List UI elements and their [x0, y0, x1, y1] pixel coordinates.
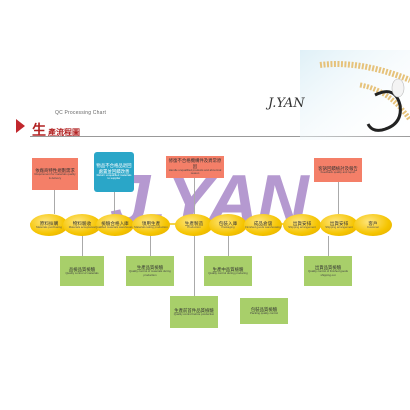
connector: [194, 236, 195, 296]
zipper-decoration-icon: [300, 50, 410, 140]
step-en: Materials taking production: [134, 224, 168, 229]
step-finished-goods: 成品倉儲 Finished goods warehousing: [244, 214, 282, 236]
step-zh: 檢驗合格入庫: [101, 220, 129, 226]
step-zh: 領用生產: [141, 220, 161, 226]
bottom-box-during-production-qc: 生產中品質檢驗 Quality control during producing: [204, 256, 252, 286]
step-zh: 物料驗收: [72, 220, 92, 226]
step-en: Shipping arrangement: [288, 224, 316, 229]
bottom-box-en: Quality control of materials during prod…: [129, 269, 171, 277]
step-materials-acceptance: 物料驗收 Materials acceptance: [63, 214, 101, 236]
top-box-en: Feedback quality and report: [320, 169, 356, 174]
step-zh: 客戶: [368, 220, 378, 226]
top-box-en: Requirement for materials quality & deli…: [34, 172, 76, 180]
bottom-box-en: Packing quality control: [250, 310, 278, 315]
step-materials-taking: 領用生產 Materials taking production: [132, 214, 170, 236]
header-divider: [30, 136, 410, 137]
bottom-box-en: Quality control of finished goods shippi…: [308, 269, 348, 277]
bottom-box-zh: 生產中品質檢驗: [212, 266, 244, 272]
connector: [150, 236, 151, 256]
bottom-box-materials-qc: 品檢品質檢驗 Quality control of materials: [60, 256, 104, 286]
bottom-box-en: Quality control before production: [173, 311, 215, 316]
bottom-box-zh: 生產品質檢驗: [136, 265, 164, 271]
bottom-box-en: Quality control during producing: [208, 270, 248, 275]
step-zh: 包裝入庫: [218, 220, 238, 226]
bottom-box-en: Quality control of materials: [65, 270, 99, 275]
triangle-marker-icon: [16, 119, 25, 133]
top-box-requirement: 依廠商特性規劃需求 Requirement for materials qual…: [32, 158, 78, 190]
step-en: Production: [187, 224, 201, 229]
top-box-zh: 客訴回饋檢討及報告: [318, 165, 358, 171]
bottom-box-zh: 出貨品質檢驗: [314, 265, 342, 271]
step-materials-purchasing: 原料採購 Materials purchasing: [30, 214, 68, 236]
step-en: Materials acceptance: [68, 224, 96, 229]
title-small: 產流程圖: [48, 127, 80, 137]
bottom-box-packing-qc: 包裝品質檢驗 Packing quality control: [240, 298, 288, 324]
top-box-en: Handle unqualified products and abnormal…: [168, 167, 222, 176]
step-shipping: 出貨安排 Shipping arrangement: [283, 214, 321, 236]
step-packaging: 包裝入庫 Packaging: [209, 214, 247, 236]
bottom-box-shipping-qc: 出貨品質檢驗 Quality control of finished goods…: [304, 256, 352, 286]
step-zh: 原料採購: [39, 220, 59, 226]
top-box-zh: 依廠商特性規劃需求: [35, 168, 75, 174]
step-shipping-arrangement: 出貨安排 Shipping arrangement: [320, 214, 358, 236]
title-big: 生: [32, 123, 46, 139]
chart-title: 生產流程圖: [32, 120, 80, 140]
step-en: Qualified materials warehousing: [95, 224, 135, 229]
chart-subtitle: QC Processing Chart: [55, 110, 107, 116]
step-zh: 出貨安排: [292, 220, 312, 226]
brand-logo: J.YAN: [268, 96, 305, 111]
step-customer: 客戶 Customer: [354, 214, 392, 236]
bottom-box-zh: 包裝品質檢驗: [250, 306, 278, 312]
step-zh: 出貨安排: [329, 220, 349, 226]
step-en: Customer: [366, 224, 380, 229]
bottom-box-zh: 品檢品質檢驗: [68, 266, 96, 272]
step-warehousing: 檢驗合格入庫 Qualified materials warehousing: [95, 214, 135, 236]
bottom-box-zh: 生產前首件品質檢驗: [174, 307, 214, 313]
connector: [82, 236, 83, 256]
top-box-zh: 修復不合格機構件及異常原因: [168, 158, 222, 169]
connector: [194, 178, 195, 214]
step-en: Finished goods warehousing: [245, 224, 281, 229]
step-production: 生產製造 Production: [175, 214, 213, 236]
connector: [338, 182, 339, 214]
connector: [114, 192, 115, 214]
step-en: Packaging: [221, 224, 235, 229]
connector: [228, 236, 229, 256]
top-box-return: 物品不合格品退回處置並回饋改善 Return unqualified mater…: [94, 152, 134, 192]
bottom-box-production-qc: 生產品質檢驗 Quality control of materials duri…: [126, 256, 174, 286]
step-zh: 成品倉儲: [253, 220, 273, 226]
connector: [328, 236, 329, 256]
connector: [54, 190, 55, 214]
bottom-box-before-production-qc: 生產前首件品質檢驗 Quality control before product…: [170, 296, 218, 328]
top-box-unqualified: 修復不合格機構件及異常原因 Handle unqualified product…: [166, 156, 224, 178]
top-box-feedback: 客訴回饋檢討及報告 Feedback quality and report: [314, 158, 362, 182]
top-box-zh: 物品不合格品退回處置並回饋改善: [96, 163, 132, 174]
step-en: Shipping arrangement: [325, 224, 353, 229]
step-en: Materials purchasing: [36, 224, 62, 229]
top-box-en: Return unqualified materials to supplier: [96, 172, 132, 181]
step-zh: 生產製造: [184, 220, 204, 226]
